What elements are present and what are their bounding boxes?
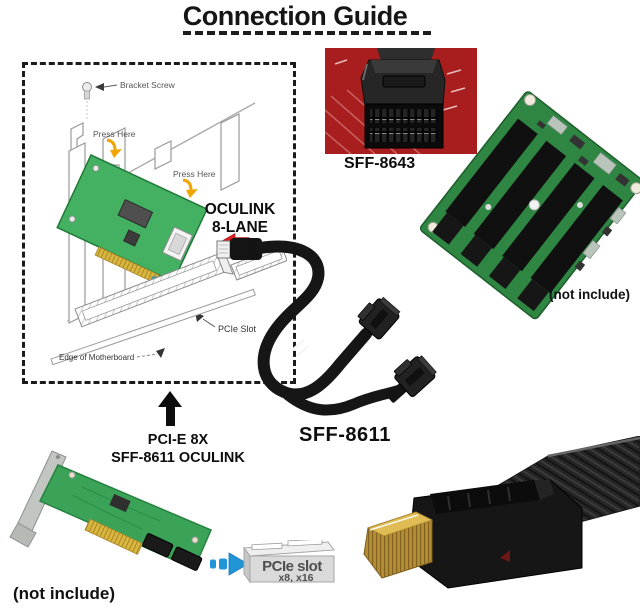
connector-body: [407, 479, 583, 589]
pcie-slot-illustration-main: [74, 253, 234, 328]
riser-note: (not include): [549, 287, 630, 302]
sff8643-connector: [360, 48, 446, 149]
adapter-note: (not include): [13, 584, 115, 603]
bracket-screw-label: Bracket Screw: [120, 80, 176, 90]
motherboard-edge-label: Edge of Motherboard: [59, 353, 134, 362]
adapter-caption-line2: SFF-8611 OCULINK: [111, 450, 245, 466]
cable-connector-a: [353, 296, 401, 348]
page-title: Connection Guide: [182, 1, 408, 31]
installation-diagram: Bracket Screw Press Here Press Here: [50, 80, 287, 366]
motherboard-edge-arrow: [156, 348, 165, 358]
bracket-screw-arrow: [95, 83, 104, 91]
card-bracket: [9, 450, 67, 548]
oculink-8lane-label-line2: 8-LANE: [212, 219, 268, 236]
installation-diagram-box: Bracket Screw Press Here Press Here: [22, 62, 296, 384]
title-underline: [183, 31, 431, 35]
cable-connector-b: [386, 355, 437, 403]
adapter-caption-line1: PCI-E 8X: [147, 432, 209, 448]
riser-board-photo: [398, 78, 640, 340]
pcie-slot-graphic-line1: PCIe slot: [262, 558, 322, 575]
bracket-screw-icon: [82, 82, 92, 119]
pcie-slot-label: PCIe Slot: [218, 324, 257, 334]
riser-components: [536, 115, 630, 272]
adapter-card-drawing: [56, 154, 209, 284]
press-here-icon-right: [182, 178, 198, 198]
card-ports: [142, 533, 203, 571]
cable-label: SFF-8611: [299, 424, 391, 446]
cable-branch-run: [282, 384, 406, 416]
press-here-icon-top: [106, 138, 122, 158]
adapter-card-photo: [2, 445, 217, 580]
gold-tip: [363, 511, 434, 579]
riser-slots: [432, 118, 623, 312]
connector-mark: [500, 550, 510, 562]
sff8643-caption: SFF-8643: [344, 155, 416, 172]
card-gold-fingers: [84, 518, 144, 555]
chip: [117, 199, 154, 229]
oculink-8lane-label-line1: OCULINK: [205, 201, 276, 218]
up-arrow-stem: [166, 406, 175, 426]
pcie-slot-illustration-small: [230, 245, 287, 281]
sff8643-photo: [325, 48, 477, 154]
pcie-slot-graphic: PCIe slot x8, x16: [238, 540, 338, 584]
blue-arrow-icon: [210, 552, 249, 576]
pcb-silkscreen: [334, 59, 466, 111]
press-here-label-top: Press Here: [93, 129, 136, 139]
oculink-plug-photo: [352, 436, 640, 610]
riser-board: [419, 91, 640, 320]
press-here-label-right: Press Here: [173, 169, 216, 179]
adapter-caption: PCI-E 8X SFF-8611 OCULINK: [100, 431, 256, 467]
up-arrow-icon: [158, 391, 182, 407]
pcie-slot-graphic-line2: x8, x16: [278, 572, 313, 584]
